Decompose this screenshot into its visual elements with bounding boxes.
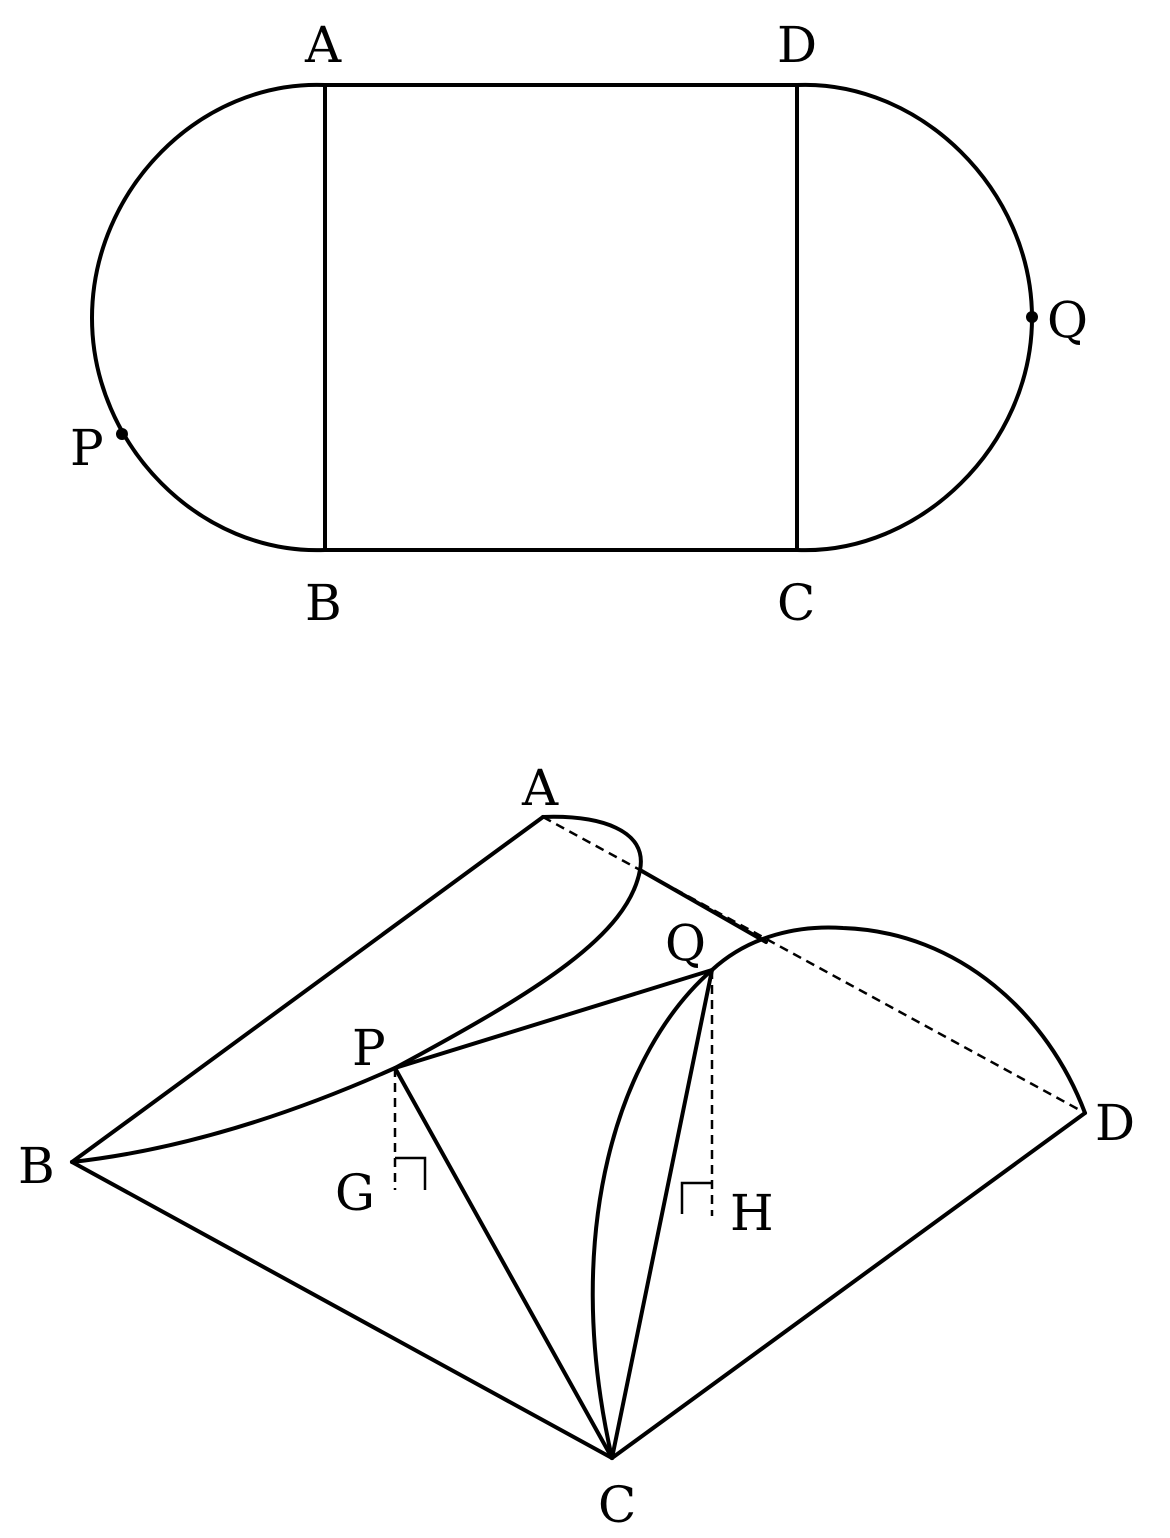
label-Q: Q [1047, 291, 1088, 349]
edge-CD-3d [610, 1111, 1087, 1460]
edge-BC-3d [70, 1160, 614, 1460]
label-G-3d: G [335, 1164, 375, 1222]
edge-AD-hidden-3d [542, 815, 1086, 1115]
left-arc-A-to-B [70, 814, 643, 1164]
label-C: C [777, 574, 815, 632]
label-C-3d: C [598, 1476, 636, 1534]
right-angle-mark-H [680, 1181, 712, 1214]
right-arc-Q-to-D [710, 925, 1087, 1115]
figure-1-flat: A D B C P Q [70, 16, 1088, 632]
segment-QC [610, 968, 714, 1460]
segment-PQ [393, 968, 714, 1070]
edge-AD-visible-3d [638, 868, 768, 944]
point-P [116, 428, 128, 440]
label-A: A [304, 16, 342, 74]
edge-AB-3d [70, 815, 545, 1164]
label-B-3d: B [18, 1137, 55, 1195]
right-angle-mark-G [395, 1156, 427, 1190]
right-semicircle-arc [795, 82, 1034, 553]
label-B: B [305, 574, 342, 632]
label-P: P [70, 419, 104, 477]
figure-2-folded: A B C D P Q G H [18, 759, 1135, 1534]
segment-PC [393, 1066, 614, 1460]
label-H-3d: H [730, 1184, 774, 1242]
left-semicircle-arc [90, 82, 327, 553]
label-D: D [777, 16, 817, 74]
point-Q [1026, 311, 1038, 323]
label-D-3d: D [1095, 1094, 1135, 1152]
label-P-3d: P [352, 1019, 386, 1077]
arc-Q-to-C [590, 968, 714, 1460]
label-A-3d: A [521, 759, 559, 817]
label-Q-3d: Q [665, 914, 706, 972]
